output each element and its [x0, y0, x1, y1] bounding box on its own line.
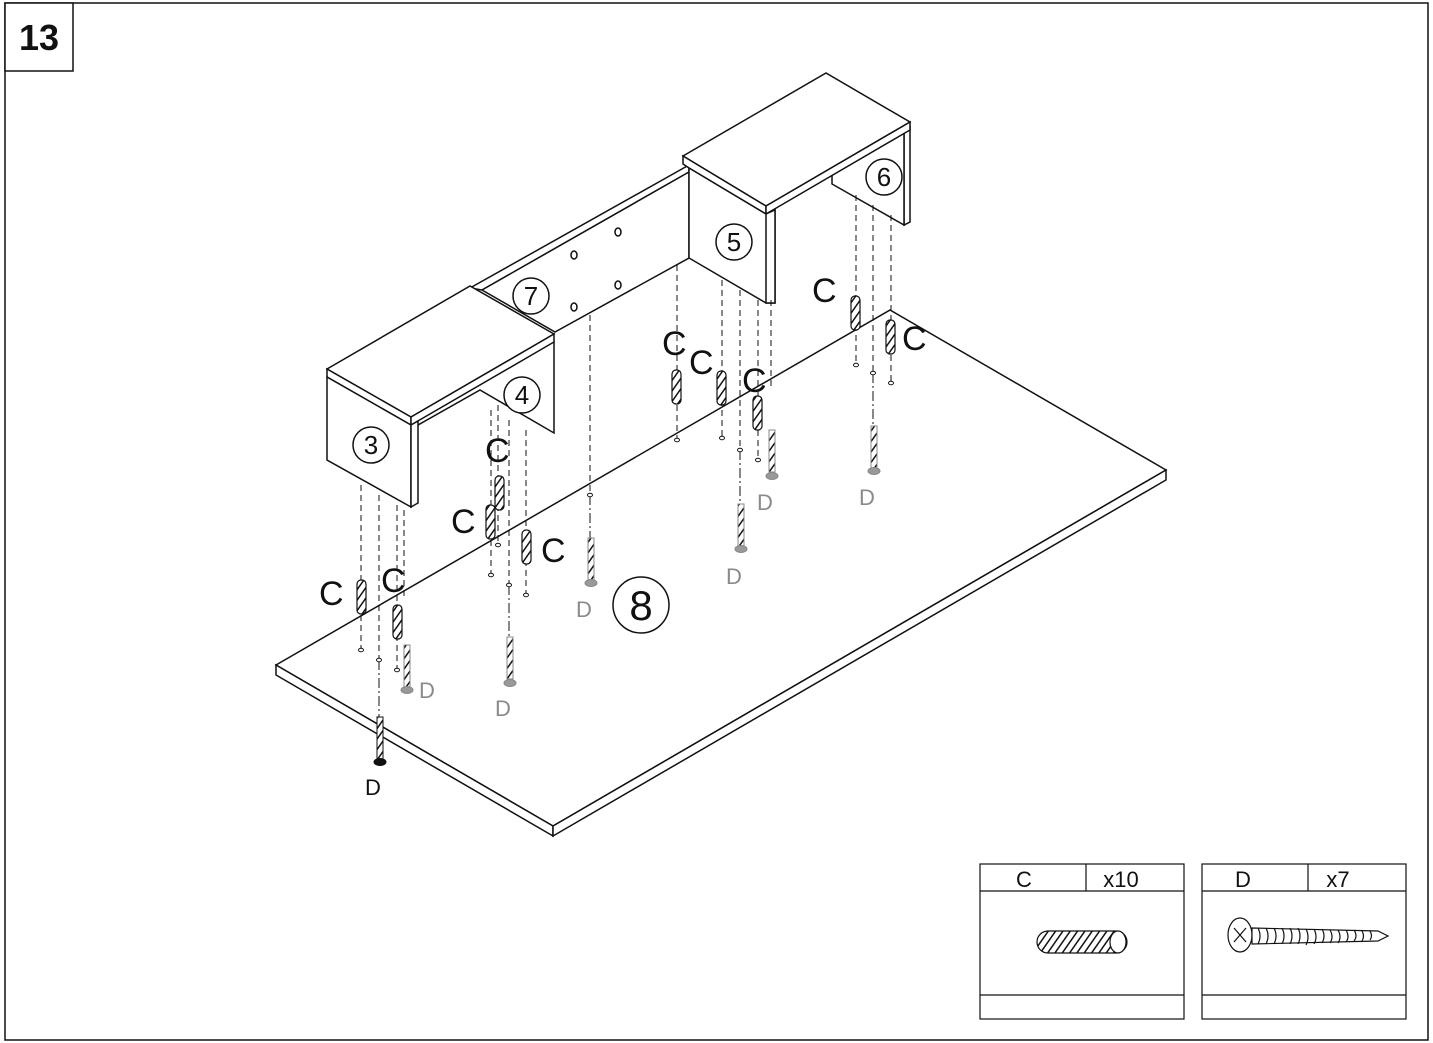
part-labels	[352, 158, 903, 634]
panel-3-left-box	[325, 285, 556, 509]
dowel-C	[494, 475, 505, 511]
dowel-C	[356, 579, 367, 615]
dowel-C	[885, 319, 896, 355]
step-number: 13	[19, 17, 59, 58]
screw-D	[400, 644, 414, 694]
phillips-screw-icon	[1227, 917, 1390, 953]
hardware-C-qty: x10	[1103, 867, 1138, 892]
step-number-box: 13	[4, 2, 74, 72]
screw-D-front	[373, 716, 387, 766]
dowel-label: C	[541, 532, 566, 570]
dowel-C	[392, 604, 403, 640]
dowel-C	[521, 529, 532, 565]
hardware-C-code: C	[1016, 867, 1032, 892]
screw-label: D	[419, 678, 435, 703]
dowel-C	[671, 369, 682, 405]
part-7-circle	[512, 277, 550, 315]
dowel-label: C	[381, 562, 406, 600]
part-4-circle	[503, 376, 541, 414]
screw-D	[734, 503, 748, 553]
part-6-label: 6	[877, 162, 891, 192]
hardware-D-qty: x7	[1326, 867, 1349, 892]
part-6-circle	[865, 158, 903, 196]
part-8-circle	[612, 576, 670, 634]
dowels	[356, 295, 896, 640]
part-5-label: 5	[727, 227, 741, 257]
screw-label: D	[757, 490, 773, 515]
screw-D	[867, 425, 881, 475]
dowel-label: C	[451, 503, 476, 541]
part-5-circle	[715, 223, 753, 261]
screws	[373, 425, 881, 766]
dowel-label: C	[902, 320, 927, 358]
dowel-C	[485, 504, 496, 540]
screw-label-front: D	[365, 775, 381, 800]
part-8-label: 8	[629, 582, 652, 629]
dowel-label: C	[689, 344, 714, 382]
dowel-label: C	[742, 362, 767, 400]
hardware-box-C: C x10	[979, 863, 1185, 1020]
panel-5-right-box	[681, 72, 912, 304]
part-4-label: 4	[515, 380, 529, 410]
hardware-box-D: D x7	[1201, 863, 1407, 1020]
dowel-label: C	[812, 272, 837, 310]
screw-label: D	[495, 696, 511, 721]
dowel-C	[850, 295, 861, 331]
dowel-C	[716, 370, 727, 406]
screw-label: D	[859, 485, 875, 510]
dowel-label: C	[485, 432, 510, 470]
dowel-C	[752, 395, 763, 431]
screw-D	[503, 636, 517, 687]
screw-label: D	[726, 564, 742, 589]
dowel-label: C	[319, 575, 344, 613]
screw-label: D	[576, 597, 592, 622]
hardware-D-code: D	[1235, 867, 1251, 892]
page-border	[4, 2, 1429, 1041]
wooden-dowel-icon	[1036, 930, 1128, 954]
dowel-label: C	[662, 325, 687, 363]
part-3-circle	[352, 426, 390, 464]
part-7-label: 7	[524, 281, 538, 311]
part-3-label: 3	[364, 430, 378, 460]
screw-D	[765, 429, 779, 480]
panel-8-board	[274, 309, 1168, 838]
screw-D	[584, 537, 598, 587]
hole-markers	[358, 362, 894, 673]
dowel-guide-lines	[360, 195, 892, 670]
screw-guide-lines	[378, 373, 874, 720]
